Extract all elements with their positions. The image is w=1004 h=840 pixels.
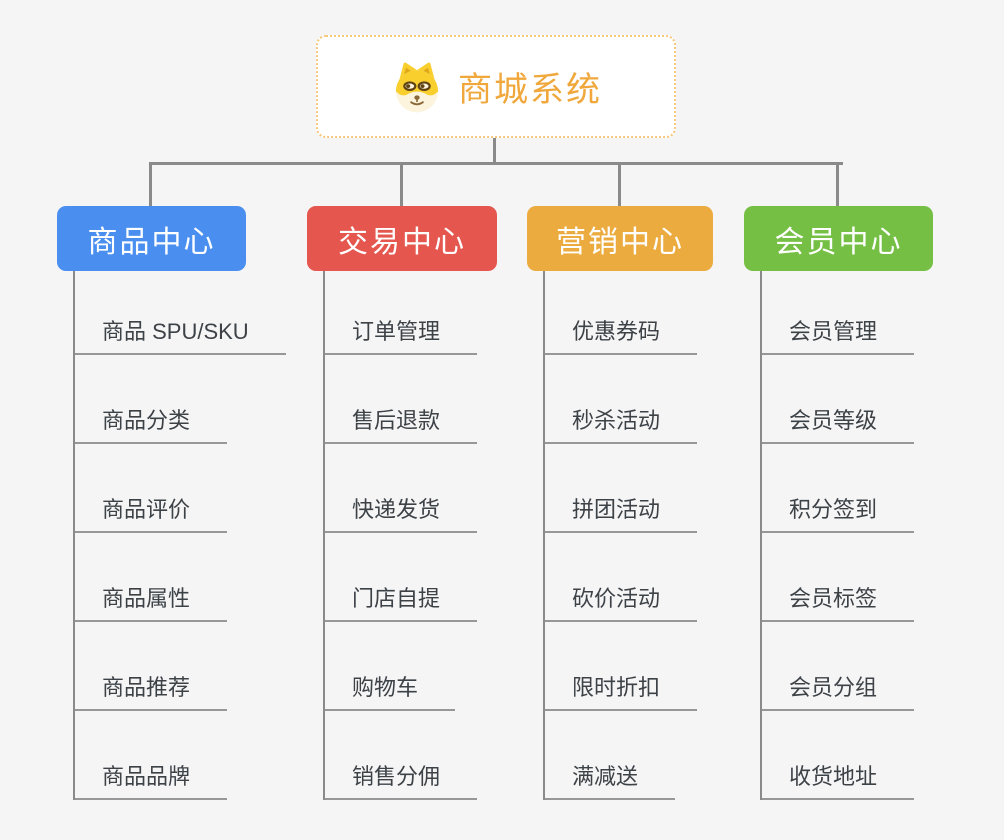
- shiba-dog-icon: [395, 62, 439, 112]
- branch-node-member-center[interactable]: 会员中心: [744, 206, 933, 271]
- branch-children-member: 会员管理 会员等级 积分签到 会员标签 会员分组 收货地址: [760, 271, 1002, 800]
- branch-children-marketing: 优惠券码 秒杀活动 拼团活动 砍价活动 限时折扣 满减送: [543, 271, 785, 800]
- connector-horizontal-rail: [149, 162, 843, 165]
- branch-children-trade: 订单管理 售后退款 快递发货 门店自提 购物车 销售分佣: [323, 271, 565, 800]
- child-node[interactable]: 商品分类: [75, 406, 228, 444]
- child-node[interactable]: 收货地址: [762, 762, 915, 800]
- branch-node-goods-center[interactable]: 商品中心: [57, 206, 246, 271]
- child-node[interactable]: 会员标签: [762, 584, 915, 622]
- child-node[interactable]: 积分签到: [762, 495, 915, 533]
- child-node[interactable]: 购物车: [325, 673, 456, 711]
- branch-node-trade-center[interactable]: 交易中心: [307, 206, 497, 271]
- child-node[interactable]: 商品评价: [75, 495, 228, 533]
- child-node[interactable]: 限时折扣: [545, 673, 698, 711]
- child-node[interactable]: 售后退款: [325, 406, 478, 444]
- child-node[interactable]: 商品品牌: [75, 762, 228, 800]
- child-node[interactable]: 会员等级: [762, 406, 915, 444]
- child-node[interactable]: 快递发货: [325, 495, 478, 533]
- child-node[interactable]: 商品推荐: [75, 673, 228, 711]
- branch-children-goods: 商品 SPU/SKU 商品分类 商品评价 商品属性 商品推荐 商品品牌: [73, 271, 315, 800]
- child-node[interactable]: 商品属性: [75, 584, 228, 622]
- child-node[interactable]: 会员分组: [762, 673, 915, 711]
- child-node[interactable]: 砍价活动: [545, 584, 698, 622]
- child-node[interactable]: 秒杀活动: [545, 406, 698, 444]
- child-node[interactable]: 门店自提: [325, 584, 478, 622]
- connector-drop: [618, 162, 621, 206]
- child-node[interactable]: 优惠券码: [545, 317, 698, 355]
- child-node[interactable]: 满减送: [545, 762, 676, 800]
- child-node[interactable]: 商品 SPU/SKU: [75, 317, 286, 355]
- root-title: 商城系统: [458, 71, 602, 109]
- root-node[interactable]: 商城系统: [316, 35, 676, 138]
- branch-node-marketing-center[interactable]: 营销中心: [527, 206, 713, 271]
- child-node[interactable]: 订单管理: [325, 317, 478, 355]
- child-node[interactable]: 会员管理: [762, 317, 915, 355]
- child-node[interactable]: 拼团活动: [545, 495, 698, 533]
- connector-drop: [149, 162, 152, 206]
- connector-drop: [400, 162, 403, 206]
- child-node[interactable]: 销售分佣: [325, 762, 478, 800]
- connector-root-stem: [493, 138, 496, 165]
- connector-drop: [836, 162, 839, 206]
